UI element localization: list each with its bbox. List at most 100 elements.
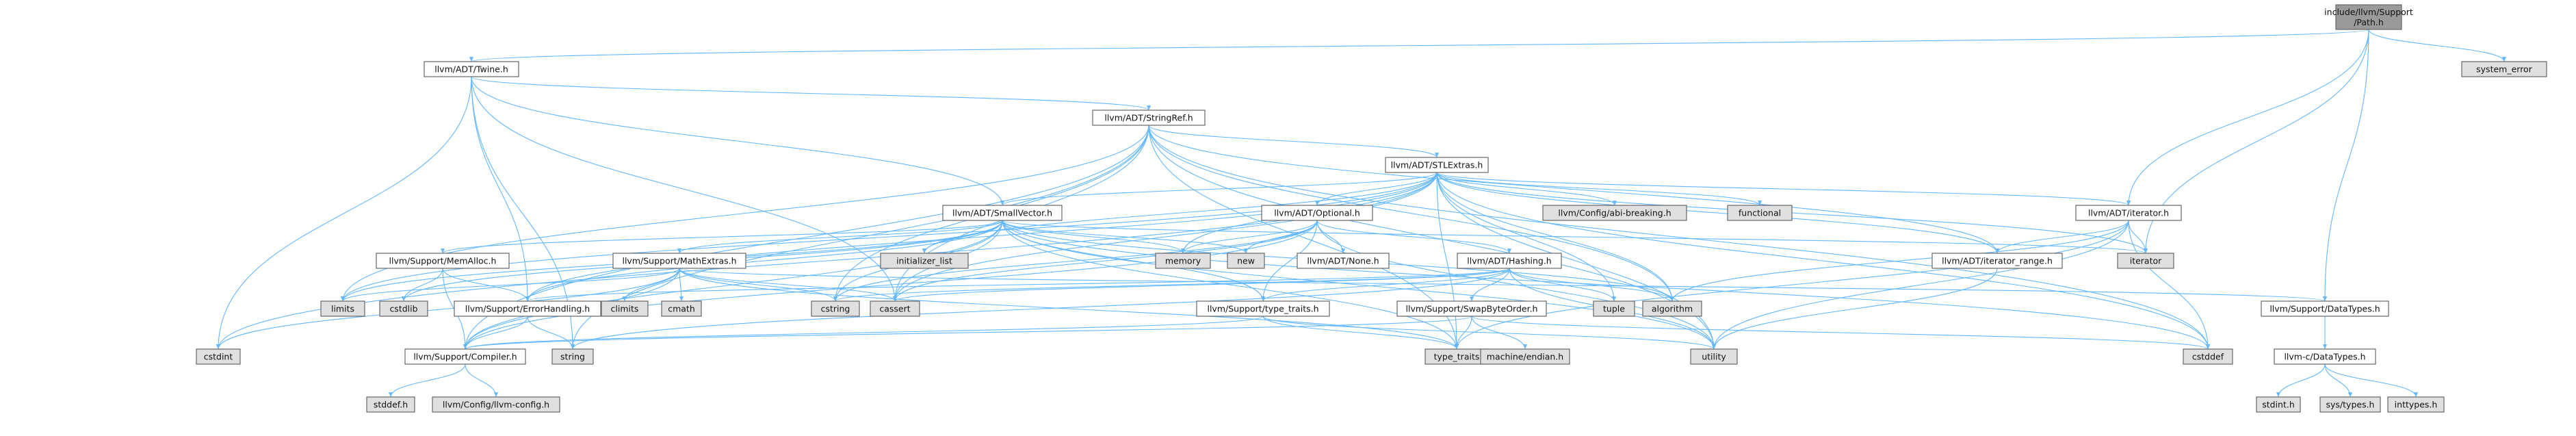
node-box — [1297, 253, 1390, 269]
node-mathextras[interactable]: llvm/Support/MathExtras.h — [612, 253, 746, 269]
node-type_traits: type_traits — [1424, 348, 1489, 365]
edge-typetraits_llvm-to-type_traits — [1262, 316, 1459, 350]
node-iterator_range[interactable]: llvm/ADT/iterator_range.h — [1931, 253, 2063, 269]
node-box — [424, 61, 519, 77]
edge-stringref-to-iterator_range — [1148, 125, 1999, 254]
node-box — [2387, 396, 2445, 413]
node-box — [1542, 205, 1687, 221]
edge-stlextras-to-type_traits — [1436, 172, 1459, 350]
node-cstdint: cstdint — [196, 348, 241, 365]
node-label: functional — [1739, 208, 1781, 218]
node-label: cmath — [668, 304, 695, 314]
edge-smallvector-to-cstddef — [1002, 220, 2210, 350]
node-label: cstddef — [2192, 352, 2224, 362]
edge-smallvector-to-mathextras — [677, 220, 1003, 254]
node-box — [1457, 253, 1562, 269]
edge-mathextras-to-cmath — [679, 268, 684, 302]
node-label: llvm-c/DataTypes.h — [2284, 352, 2365, 362]
node-label: llvm/Config/llvm-config.h — [443, 400, 549, 410]
edge-hashing-to-string — [571, 268, 1510, 350]
node-box — [2183, 348, 2233, 365]
edge-mathextras-to-limits — [341, 268, 680, 302]
node-machine_endian: machine/endian.h — [1480, 348, 1570, 365]
node-label: type_traits — [1434, 352, 1480, 362]
node-algorithm: algorithm — [1642, 300, 1702, 317]
node-systypes: sys/types.h — [2319, 396, 2381, 413]
edge-swapbyteorder-to-type_traits — [1454, 316, 1472, 350]
node-box — [404, 348, 526, 365]
node-datatypes_c[interactable]: llvm-c/DataTypes.h — [2274, 348, 2376, 365]
node-cmath: cmath — [661, 300, 702, 317]
edge-datatypes_c-to-inttypes — [2324, 363, 2419, 398]
node-tuple: tuple — [1593, 300, 1635, 317]
node-cstring: cstring — [811, 300, 860, 317]
node-label: utility — [1702, 352, 1726, 362]
node-root[interactable]: include/llvm/Support/Path.h — [2324, 4, 2413, 30]
node-box — [2075, 205, 2182, 221]
node-box — [1261, 205, 1373, 221]
node-box — [1642, 300, 1702, 317]
node-climits: climits — [601, 300, 649, 317]
node-box — [880, 253, 969, 269]
node-swapbyteorder[interactable]: llvm/Support/SwapByteOrder.h — [1396, 300, 1547, 317]
node-label: inttypes.h — [2395, 400, 2438, 410]
edge-hashing-to-tuple — [1509, 268, 1617, 302]
edge-iterator_h-to-algorithm — [1669, 220, 2129, 302]
node-cstddef: cstddef — [2183, 348, 2233, 365]
node-hashing[interactable]: llvm/ADT/Hashing.h — [1457, 253, 1562, 269]
node-errorhandling[interactable]: llvm/Support/ErrorHandling.h — [454, 300, 601, 317]
edge-iterator_h-to-cstddef — [2128, 220, 2211, 350]
node-compiler[interactable]: llvm/Support/Compiler.h — [404, 348, 526, 365]
node-label: sys/types.h — [2326, 400, 2375, 410]
node-iterator_h[interactable]: llvm/ADT/iterator.h — [2075, 205, 2182, 221]
edge-stlextras-to-cassert — [892, 172, 1437, 302]
edge-stlextras-to-errorhandling — [525, 172, 1437, 302]
node-box — [612, 253, 746, 269]
node-label: new — [1237, 256, 1255, 266]
node-label: algorithm — [1652, 304, 1693, 314]
node-label: llvm/Support/SwapByteOrder.h — [1406, 304, 1538, 314]
node-box — [196, 348, 241, 365]
node-box — [2256, 396, 2301, 413]
node-box — [1092, 110, 1206, 126]
node-box — [1690, 348, 1738, 365]
node-smallvector[interactable]: llvm/ADT/SmallVector.h — [942, 205, 1063, 221]
node-label: machine/endian.h — [1487, 352, 1563, 362]
edge-iterator_range-to-utility — [1711, 268, 1998, 350]
node-cassert: cassert — [870, 300, 920, 317]
node-optional[interactable]: llvm/ADT/Optional.h — [1261, 205, 1373, 221]
node-datatypes_support[interactable]: llvm/Support/DataTypes.h — [2261, 300, 2389, 317]
node-label: llvm/ADT/Hashing.h — [1467, 256, 1551, 266]
edge-compiler-to-stddef — [388, 363, 466, 398]
node-box — [2261, 300, 2389, 317]
edge-stlextras-to-cstddef — [1436, 172, 2211, 350]
node-label: string — [560, 352, 585, 362]
node-label: llvm/Support/MathExtras.h — [622, 256, 736, 266]
node-stringref[interactable]: llvm/ADT/StringRef.h — [1092, 110, 1206, 126]
nodes-layer: include/llvm/Support/Path.h llvm/ADT/Twin… — [196, 4, 2547, 413]
node-twine[interactable]: llvm/ADT/Twine.h — [424, 61, 519, 77]
node-box — [1396, 300, 1547, 317]
edge-stlextras-to-tuple — [1436, 172, 1617, 302]
node-typetraits_llvm[interactable]: llvm/Support/type_traits.h — [1196, 300, 1330, 317]
node-llvmconfig: llvm/Config/llvm-config.h — [432, 396, 560, 413]
edge-smallvector-to-memalloc — [441, 220, 1003, 254]
node-label: tuple — [1603, 304, 1625, 314]
edge-errorhandling-to-string — [527, 316, 575, 350]
node-label: llvm/ADT/Twine.h — [434, 64, 508, 75]
node-functional: functional — [1727, 205, 1793, 221]
node-memalloc[interactable]: llvm/Support/MemAlloc.h — [376, 253, 510, 269]
edge-smallvector-to-type_traits — [1002, 220, 1459, 350]
node-box — [551, 348, 594, 365]
edge-twine-to-cassert — [471, 76, 898, 302]
node-inttypes: inttypes.h — [2387, 396, 2445, 413]
node-box — [1227, 253, 1265, 269]
edge-datatypes_c-to-stdint — [2276, 363, 2326, 398]
edge-stlextras-to-smallvector — [1000, 172, 1437, 206]
node-label: llvm/ADT/None.h — [1307, 256, 1379, 266]
edge-root-to-datatypes_support — [2322, 29, 2369, 302]
node-label: llvm/ADT/iterator_range.h — [1942, 256, 2053, 266]
edge-mathextras-to-cassert — [679, 268, 897, 302]
node-none[interactable]: llvm/ADT/None.h — [1297, 253, 1390, 269]
node-stlextras[interactable]: llvm/ADT/STLExtras.h — [1385, 157, 1489, 173]
